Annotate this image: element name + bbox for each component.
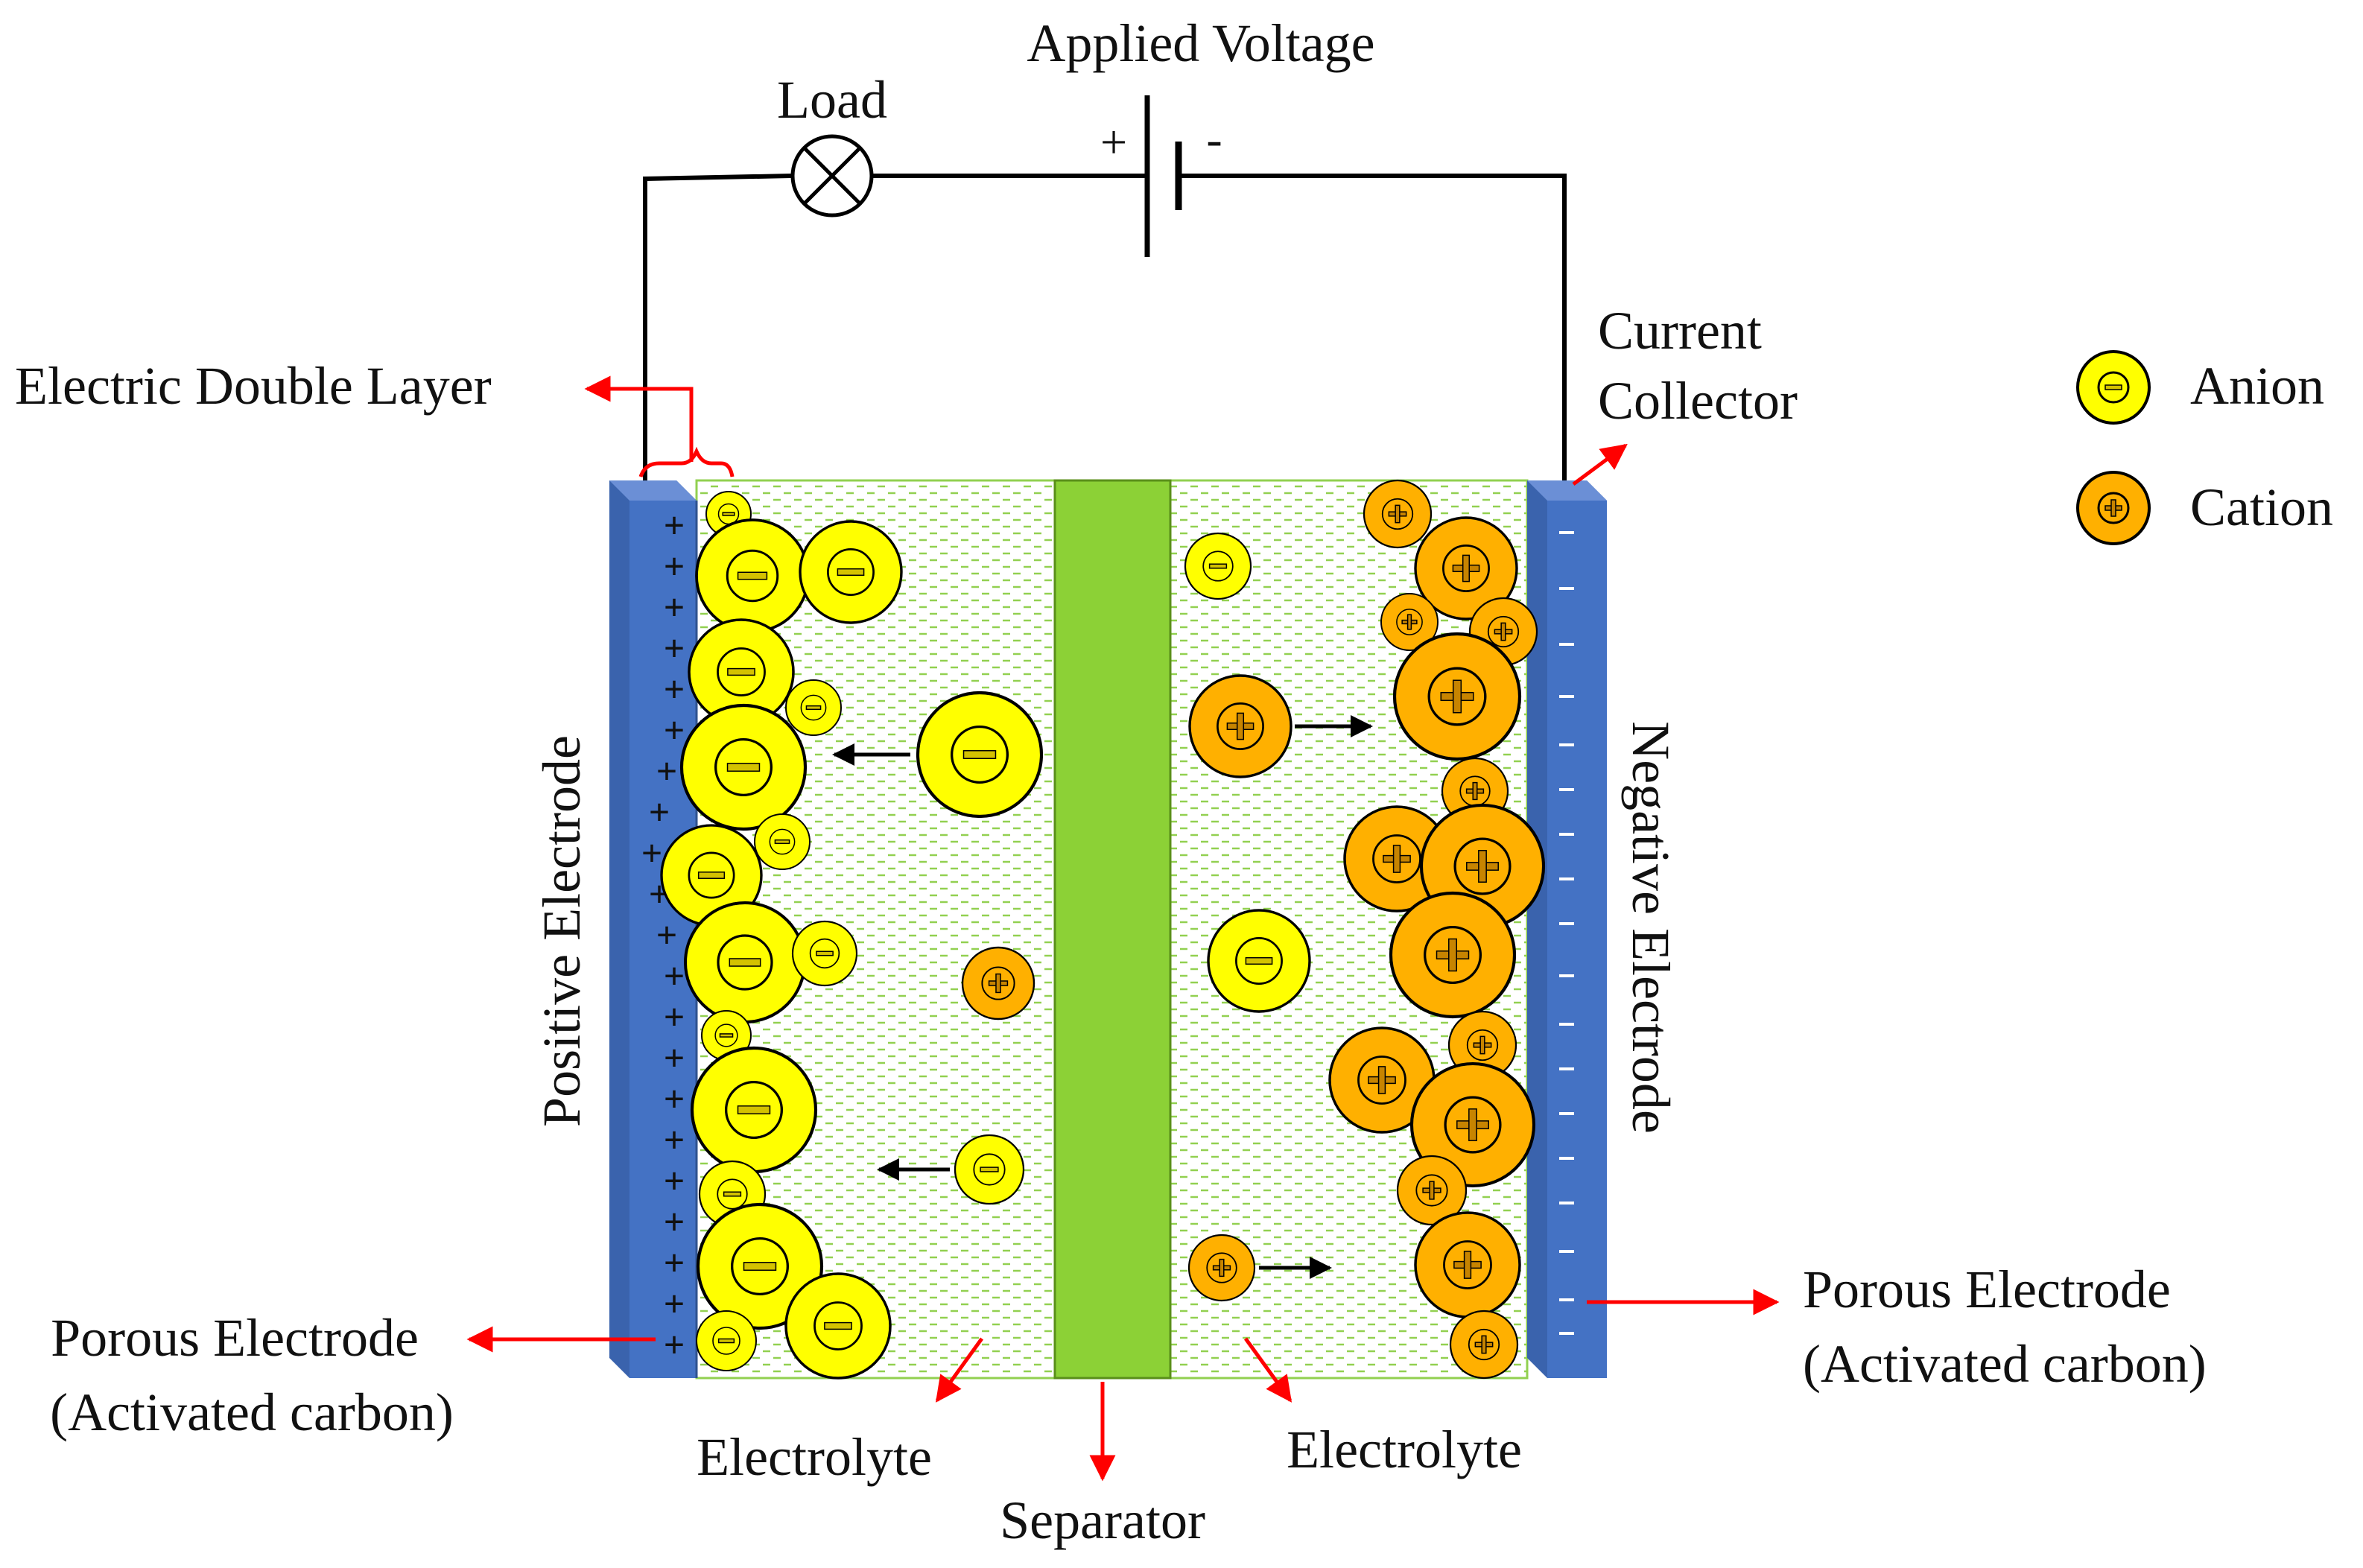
porous-electrode-right-line2: (Activated carbon) (1803, 1334, 2207, 1394)
anion-19 (1184, 532, 1252, 600)
edl-arrow (584, 375, 694, 462)
svg-text:+: + (664, 504, 685, 546)
svg-text:+: + (664, 1078, 685, 1120)
negative-charges (1559, 531, 1574, 1335)
svg-text:+: + (664, 627, 685, 669)
svg-text:+: + (649, 791, 670, 833)
anion-7 (916, 691, 1044, 819)
svg-text:+: + (664, 668, 685, 710)
negative-electrode-label: Negative Electrode (1621, 721, 1681, 1134)
anion-5 (785, 679, 842, 736)
ions-layer (660, 479, 1546, 1380)
svg-text:+: + (664, 1242, 685, 1283)
cation-23 (1380, 593, 1439, 651)
anion-2 (695, 518, 810, 633)
electrolyte-left-label: Electrolyte (697, 1427, 932, 1487)
svg-text:+: + (664, 586, 685, 628)
anion-14 (954, 1134, 1025, 1205)
electric-double-layer-label: Electric Double Layer (15, 356, 492, 416)
legend-anion-label: Anion (2190, 356, 2324, 416)
svg-text:+: + (664, 1119, 685, 1161)
positive-electrode (609, 480, 698, 1378)
svg-text:+: + (656, 750, 678, 792)
cation-35 (1396, 1155, 1468, 1226)
svg-text:+: + (664, 1160, 685, 1202)
electrolyte-right-arrow (1243, 1337, 1292, 1403)
porous-electrode-right-line1: Porous Electrode (1803, 1260, 2171, 1319)
load-lamp-icon (790, 134, 874, 218)
cation-21 (1363, 479, 1433, 549)
anion-20 (1207, 909, 1311, 1013)
wire-left (643, 174, 792, 480)
svg-text:+: + (664, 955, 685, 997)
cation-32 (1447, 1010, 1517, 1080)
cation-37 (1187, 1234, 1256, 1302)
svg-text:+: + (664, 709, 685, 751)
wire-right (1179, 174, 1567, 480)
cation-26 (1188, 674, 1292, 778)
cation-30 (1389, 891, 1517, 1019)
svg-text:+: + (664, 1037, 685, 1079)
cation-36 (1414, 1211, 1521, 1318)
cation-38 (1449, 1310, 1519, 1380)
cation-22 (1414, 516, 1518, 620)
svg-text:+: + (664, 996, 685, 1038)
positive-charges: +++ +++ +++ +++ +++ +++ +++ (641, 504, 685, 1365)
battery-cell-icon (1144, 95, 1182, 257)
svg-text:+: + (664, 1283, 685, 1324)
anion-4 (688, 618, 795, 726)
legend-cation-label: Cation (2190, 477, 2333, 537)
legend: Anion Cation (2076, 350, 2333, 545)
anion-10 (684, 901, 806, 1023)
pointer-arrows (466, 375, 1780, 1482)
anion-11 (791, 920, 858, 987)
anion-6 (679, 703, 808, 831)
svg-text:+: + (664, 1201, 685, 1242)
legend-cation-icon (2076, 471, 2151, 545)
porous-electrode-left-line1: Porous Electrode (51, 1308, 419, 1368)
legend-anion-icon (2076, 350, 2151, 425)
svg-text:+: + (664, 1324, 685, 1365)
svg-text:+: + (641, 832, 663, 874)
anion-3 (799, 520, 903, 624)
load-label: Load (777, 70, 887, 130)
positive-electrode-label: Positive Electrode (532, 735, 591, 1127)
battery-minus-label: - (1206, 112, 1222, 165)
anion-18 (696, 1310, 757, 1371)
current-collector-arrow (1572, 443, 1628, 486)
cation-25 (1392, 632, 1522, 761)
current-collector-label-line2: Collector (1598, 371, 1798, 431)
electrolyte-left-arrow (935, 1337, 984, 1403)
anion-8 (754, 813, 811, 870)
svg-text:+: + (664, 545, 685, 587)
battery-plus-label: + (1100, 115, 1127, 168)
separator-label: Separator (1000, 1491, 1205, 1550)
anion-13 (690, 1046, 818, 1174)
ion-motion-arrows (832, 715, 1373, 1279)
separator (1053, 479, 1172, 1380)
cation-31 (961, 946, 1035, 1021)
electrolyte-right-label: Electrolyte (1287, 1420, 1522, 1479)
porous-electrode-left-line2: (Activated carbon) (50, 1383, 454, 1442)
current-collector-label-line1: Current (1598, 301, 1762, 361)
edl-brace (638, 446, 735, 477)
anion-17 (784, 1272, 892, 1380)
circuit (643, 174, 1567, 480)
svg-text:+: + (656, 914, 678, 956)
applied-voltage-label: Applied Voltage (1027, 13, 1374, 73)
anion-16 (696, 1202, 824, 1330)
cation-34 (1409, 1061, 1536, 1188)
negative-electrode (1527, 480, 1607, 1378)
